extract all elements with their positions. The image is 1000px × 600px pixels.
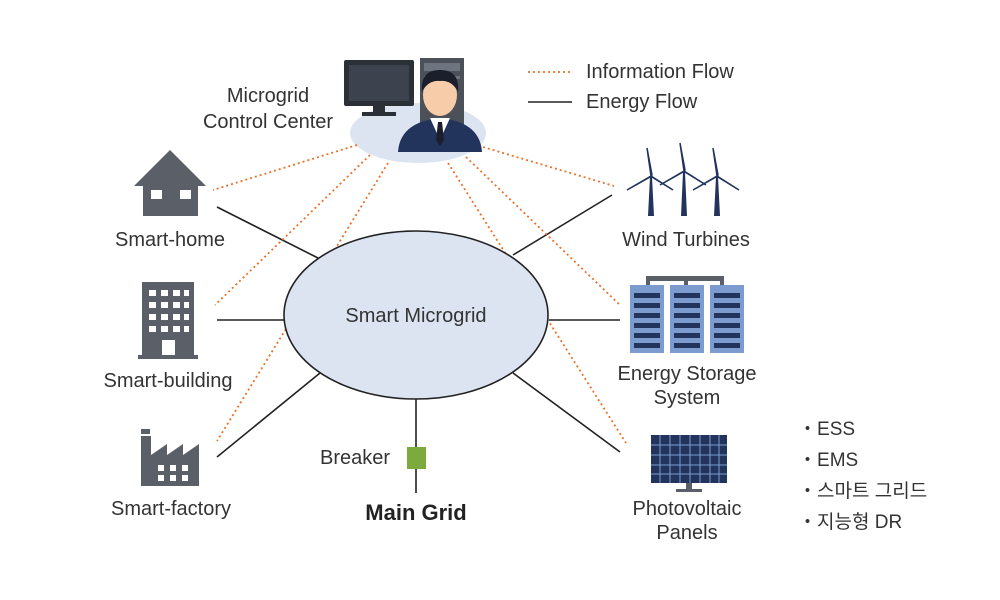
legend-energy-label: Energy Flow [586,91,698,113]
info-line-factory [216,162,389,442]
control-center-label-line2: Control Center [202,111,334,133]
operator-person-icon [398,70,482,152]
control-center-label-line1: Microgrid [226,85,310,107]
smart-microgrid-ellipse [283,230,549,400]
house-icon [134,150,206,216]
photovoltaic-label-line1: Photovoltaic [632,498,742,520]
info-line-building [214,154,371,306]
wind-turbines-label: Wind Turbines [622,229,750,251]
bullet-item: 스마트 그리드 [798,476,927,507]
smart-microgrid-label: Smart Microgrid [345,305,487,327]
factory-icon [141,429,199,486]
solar-panel-icon [651,435,727,492]
energy-line-pv [512,372,621,453]
energy-flow-lines [216,194,621,493]
energy-line-factory [216,372,321,458]
info-line-wind [482,146,615,187]
info-line-home [212,144,358,191]
info-line-ess [465,156,622,307]
smart-home-label: Smart-home [114,229,226,251]
wind-turbines-icon [626,142,740,216]
energy-storage-label-line2: System [653,387,721,409]
feature-bullet-list: ESS EMS 스마트 그리드 지능형 DR [798,414,927,538]
energy-line-home [216,206,319,259]
legend-information-label: Information Flow [586,61,734,83]
office-building-icon [138,282,198,359]
main-grid-label: Main Grid [365,500,467,525]
monitor-icon [344,60,414,116]
bullet-item: ESS [798,414,927,445]
smart-building-label: Smart-building [103,370,233,392]
energy-line-wind [512,194,613,256]
photovoltaic-label-line2: Panels [656,522,718,544]
breaker-switch [407,447,426,469]
breaker-label: Breaker [320,447,391,469]
bullet-item: 지능형 DR [798,507,927,538]
bullet-item: EMS [798,445,927,476]
smart-factory-label: Smart-factory [110,498,232,520]
battery-storage-icon [630,276,744,353]
energy-storage-label-line1: Energy Storage [617,363,757,385]
